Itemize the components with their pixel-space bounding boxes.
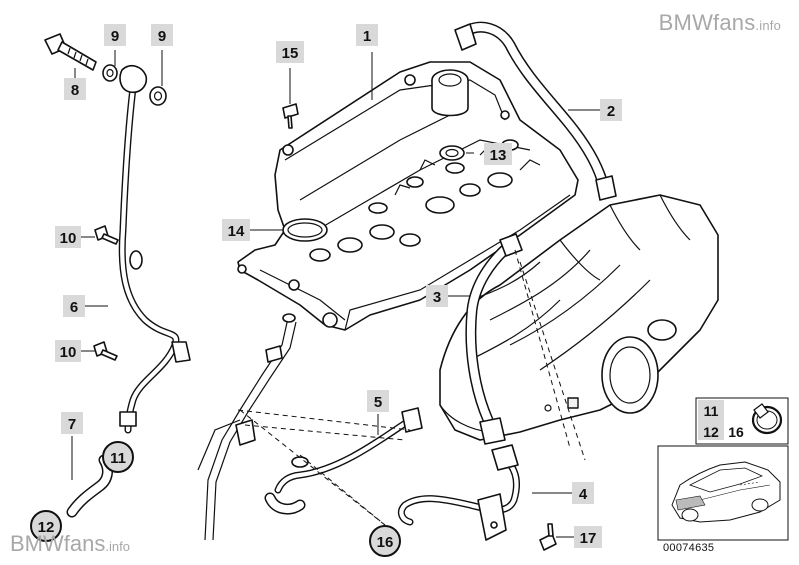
callout-2: 2 (600, 99, 622, 121)
vent-pipe-5 (264, 407, 423, 515)
svg-text:3: 3 (433, 289, 441, 306)
svg-text:9: 9 (111, 28, 119, 45)
bolt-10a (94, 225, 119, 245)
callout-17: 17 (574, 526, 602, 548)
drawing-number: 00074635 (663, 542, 715, 554)
inset-label-16: 16 (728, 424, 744, 440)
hose-clamp-icon (751, 403, 783, 435)
callout-12: 12 (30, 510, 62, 542)
callout-1: 1 (356, 24, 378, 46)
car-icon (671, 461, 781, 523)
svg-text:5: 5 (374, 394, 382, 411)
car-thumbnail (657, 445, 789, 541)
svg-text:4: 4 (579, 486, 588, 503)
svg-text:10: 10 (60, 344, 77, 361)
banjo-bolt-8 (44, 33, 97, 71)
svg-text:2: 2 (607, 103, 615, 120)
o-ring-14 (282, 218, 328, 242)
svg-text:16: 16 (377, 534, 394, 551)
callout-3: 3 (426, 285, 448, 307)
callout-14: 14 (222, 219, 250, 241)
watermark-top: BMWfans.info (658, 10, 781, 35)
callout-4: 4 (572, 482, 594, 504)
clamp-inset: 11 12 16 (695, 397, 789, 445)
bolt-17 (539, 523, 557, 551)
svg-text:6: 6 (70, 299, 78, 316)
seal-ring-9b (149, 86, 167, 106)
svg-text:10: 10 (60, 230, 77, 247)
intake-manifold (439, 194, 719, 441)
vent-hose-2 (454, 21, 617, 201)
inset-label-12: 12 (703, 424, 719, 440)
cylinder-head-cover (237, 61, 579, 331)
svg-text:1: 1 (363, 28, 371, 45)
svg-text:17: 17 (580, 530, 597, 547)
callout-10b: 10 (55, 340, 81, 362)
inset-label-11: 11 (704, 403, 719, 419)
callout-8: 8 (64, 78, 86, 100)
callout-10a: 10 (55, 226, 81, 248)
bolt-15 (282, 103, 299, 129)
callout-9a: 9 (104, 24, 126, 46)
watermark-bottom: BMWfans.info (10, 531, 130, 556)
svg-text:15: 15 (282, 45, 299, 62)
callout-5: 5 (367, 390, 389, 412)
vent-pipe-6 (118, 64, 191, 434)
svg-text:9: 9 (158, 28, 166, 45)
bolt-10b (93, 341, 118, 361)
sealing-ring-13 (439, 145, 465, 161)
callout-11: 11 (102, 441, 134, 473)
callout-7: 7 (61, 412, 83, 434)
svg-text:14: 14 (228, 223, 245, 240)
callout-16: 16 (369, 525, 401, 557)
svg-text:8: 8 (71, 82, 79, 99)
leader-lines (71, 50, 600, 538)
svg-text:11: 11 (110, 450, 126, 467)
callout-6: 6 (63, 295, 85, 317)
callout-13: 13 (484, 143, 512, 165)
vent-pipe-4 (397, 444, 520, 541)
hose-7 (66, 454, 113, 518)
vent-hose-3 (465, 233, 523, 445)
seal-ring-9a (102, 64, 118, 82)
svg-text:7: 7 (68, 416, 76, 433)
svg-text:13: 13 (490, 147, 507, 164)
callout-9b: 9 (151, 24, 173, 46)
callout-15: 15 (276, 41, 304, 63)
svg-text:12: 12 (38, 519, 55, 536)
